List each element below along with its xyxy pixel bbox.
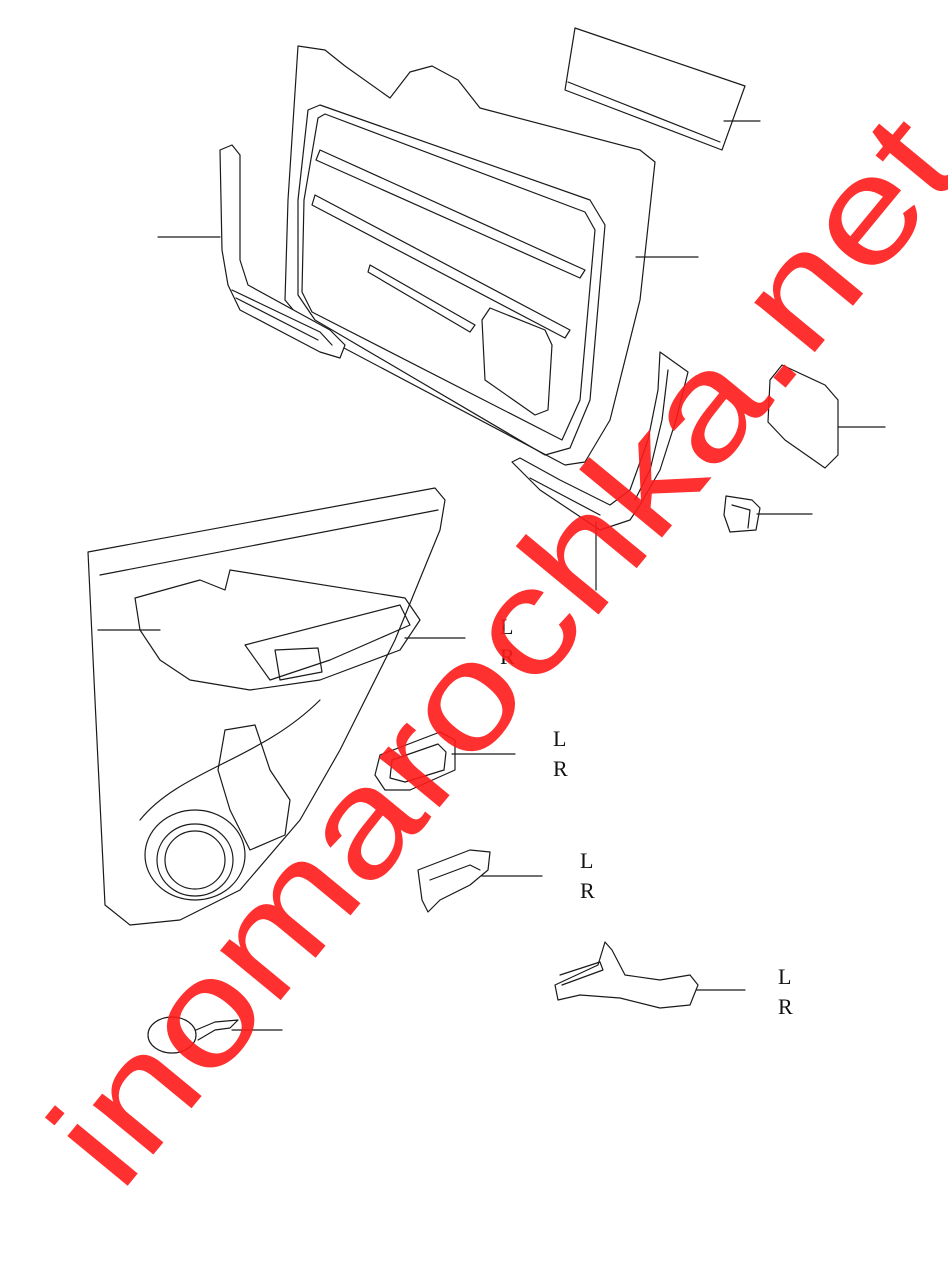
- left-pillar-trim: [157, 144, 346, 359]
- left-label: L: [778, 964, 792, 989]
- right-label: R: [778, 994, 793, 1019]
- inner-door-handle: [417, 849, 543, 913]
- tailgate-trim-panel: [284, 45, 699, 466]
- right-label: R: [580, 878, 595, 903]
- left-label: L: [580, 848, 594, 873]
- pull-handle: [554, 941, 746, 1009]
- left-label: L: [500, 614, 514, 639]
- right-label: R: [500, 644, 515, 669]
- retaining-clip: [723, 495, 813, 533]
- right-pillar-trim: [511, 351, 689, 591]
- handle-bezel: [374, 731, 516, 791]
- plug-cap: [147, 1016, 283, 1054]
- left-label: L: [553, 726, 567, 751]
- handle-bezel-side-label: L R: [553, 724, 568, 784]
- pull-handle-side-label: L R: [778, 962, 793, 1022]
- inner-handle-side-label: L R: [580, 846, 595, 906]
- right-label: R: [553, 756, 568, 781]
- rear-door-trim-panel: [87, 487, 466, 926]
- tailgate-upper-trim-strip: [564, 27, 761, 151]
- access-cover: [767, 364, 886, 469]
- door-trim-side-label: L R: [500, 612, 515, 672]
